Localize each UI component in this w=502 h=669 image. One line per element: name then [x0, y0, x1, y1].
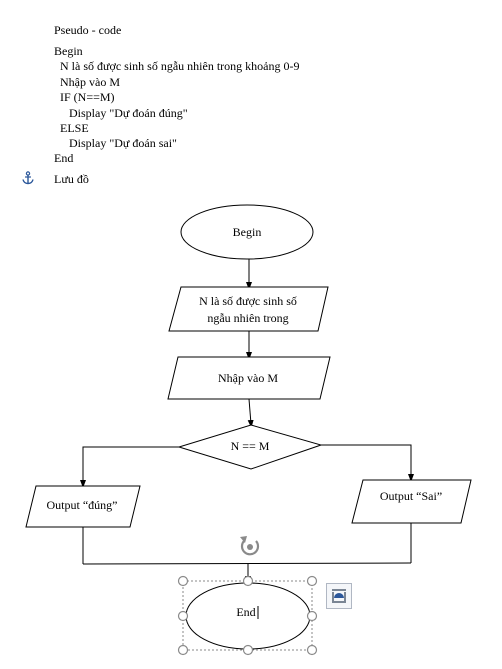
- generate-process[interactable]: N là số được sinh số ngẫu nhiên trong: [168, 286, 329, 332]
- code-line: ELSE: [54, 121, 89, 135]
- output-true-shape[interactable]: Output “đúng”: [25, 485, 141, 528]
- begin-label: Begin: [233, 225, 262, 239]
- generate-label-line2: ngẫu nhiên trong: [207, 311, 288, 325]
- code-line: End: [54, 151, 74, 165]
- resize-handle[interactable]: [177, 644, 189, 656]
- resize-handle[interactable]: [306, 644, 318, 656]
- resize-handle[interactable]: [177, 610, 189, 622]
- code-line: Begin: [54, 44, 83, 58]
- resize-handle[interactable]: [242, 644, 254, 656]
- input-label: Nhập vào M: [218, 371, 278, 385]
- flowchart-heading: Lưu đồ: [54, 172, 89, 186]
- decision-diamond[interactable]: N == M: [177, 424, 323, 470]
- decision-label: N == M: [231, 439, 270, 453]
- begin-terminal[interactable]: Begin: [180, 204, 314, 260]
- resize-handle[interactable]: [306, 610, 318, 622]
- code-line: Display "Dự đoán sai": [54, 136, 177, 150]
- layout-options-button[interactable]: [326, 583, 352, 609]
- code-line: N là số được sinh số ngẫu nhiên trong kh…: [54, 59, 300, 73]
- connector-lines: [80, 259, 414, 584]
- code-line: Display "Dự đoán đúng": [54, 106, 188, 120]
- output-true-label: Output “đúng”: [47, 498, 118, 512]
- code-line: Nhập vào M: [54, 75, 120, 89]
- anchor-icon[interactable]: [21, 171, 35, 185]
- rotate-handle-icon[interactable]: [240, 536, 260, 556]
- layout-options-icon: [332, 589, 346, 603]
- pseudocode-title: Pseudo - code: [54, 23, 122, 37]
- output-false-label: Output “Sai”: [380, 489, 442, 503]
- end-terminal[interactable]: End: [185, 582, 311, 650]
- resize-handle[interactable]: [306, 575, 318, 587]
- resize-handle[interactable]: [242, 575, 254, 587]
- output-false-shape[interactable]: Output “Sai”: [351, 479, 472, 524]
- generate-label-line1: N là số được sinh số: [199, 294, 297, 308]
- end-label: End: [236, 605, 255, 619]
- code-line: IF (N==M): [54, 90, 115, 104]
- input-parallelogram[interactable]: Nhập vào M: [167, 356, 331, 400]
- resize-handles[interactable]: [177, 575, 318, 656]
- resize-handle[interactable]: [177, 575, 189, 587]
